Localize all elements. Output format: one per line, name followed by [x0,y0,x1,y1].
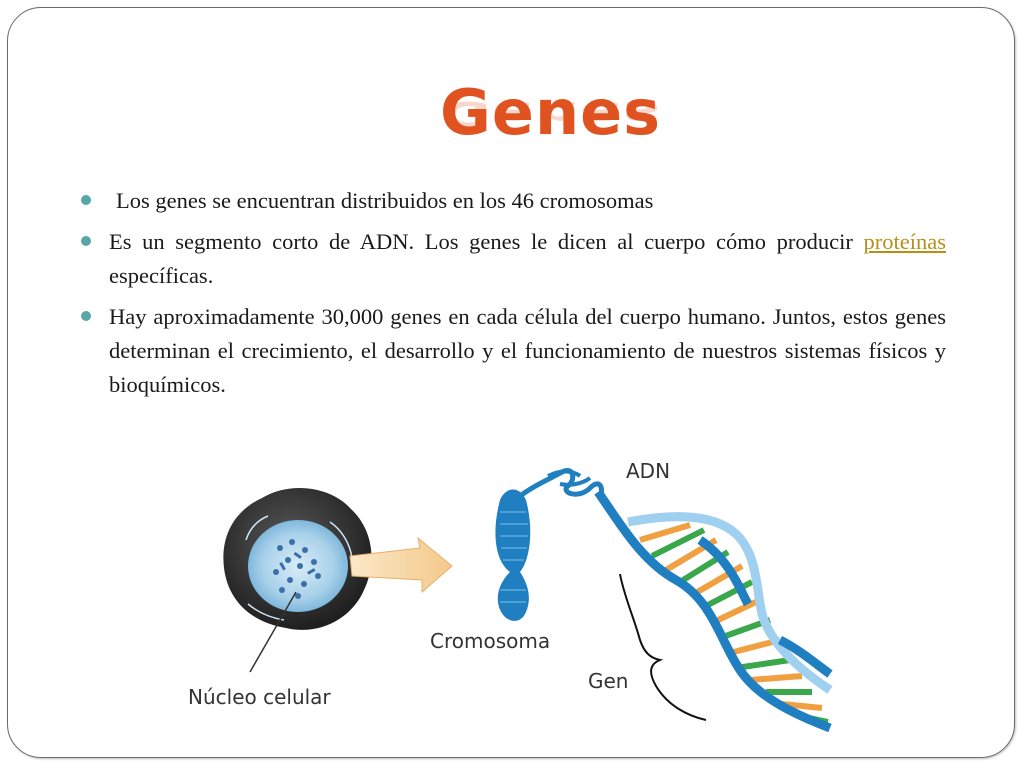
bullet-dot-icon [81,236,91,246]
bullet-text: Los genes se encuentran distribuidos en … [116,188,654,213]
bullet-item: Hay aproximadamente 30,000 genes en cada… [80,300,946,402]
bullet-list: Los genes se encuentran distribuidos en … [80,184,946,409]
bullet-item: Es un segmento corto de ADN. Los genes l… [80,225,946,293]
proteinas-link[interactable]: proteínas [863,229,946,254]
bullet-item: Los genes se encuentran distribuidos en … [80,184,946,218]
slide-title-reflection: Genes [440,93,662,135]
title-block: Genes Genes [440,78,661,168]
bullet-dot-icon [81,311,91,321]
bullet-dot-icon [81,195,91,205]
bullet-text: Es un segmento corto de ADN. Los genes l… [109,229,864,254]
bullet-text: específicas. [109,263,214,288]
slide-title: Genes [440,76,662,149]
slide-frame [7,7,1015,758]
bullet-text: Hay aproximadamente 30,000 genes en cada… [109,304,946,397]
